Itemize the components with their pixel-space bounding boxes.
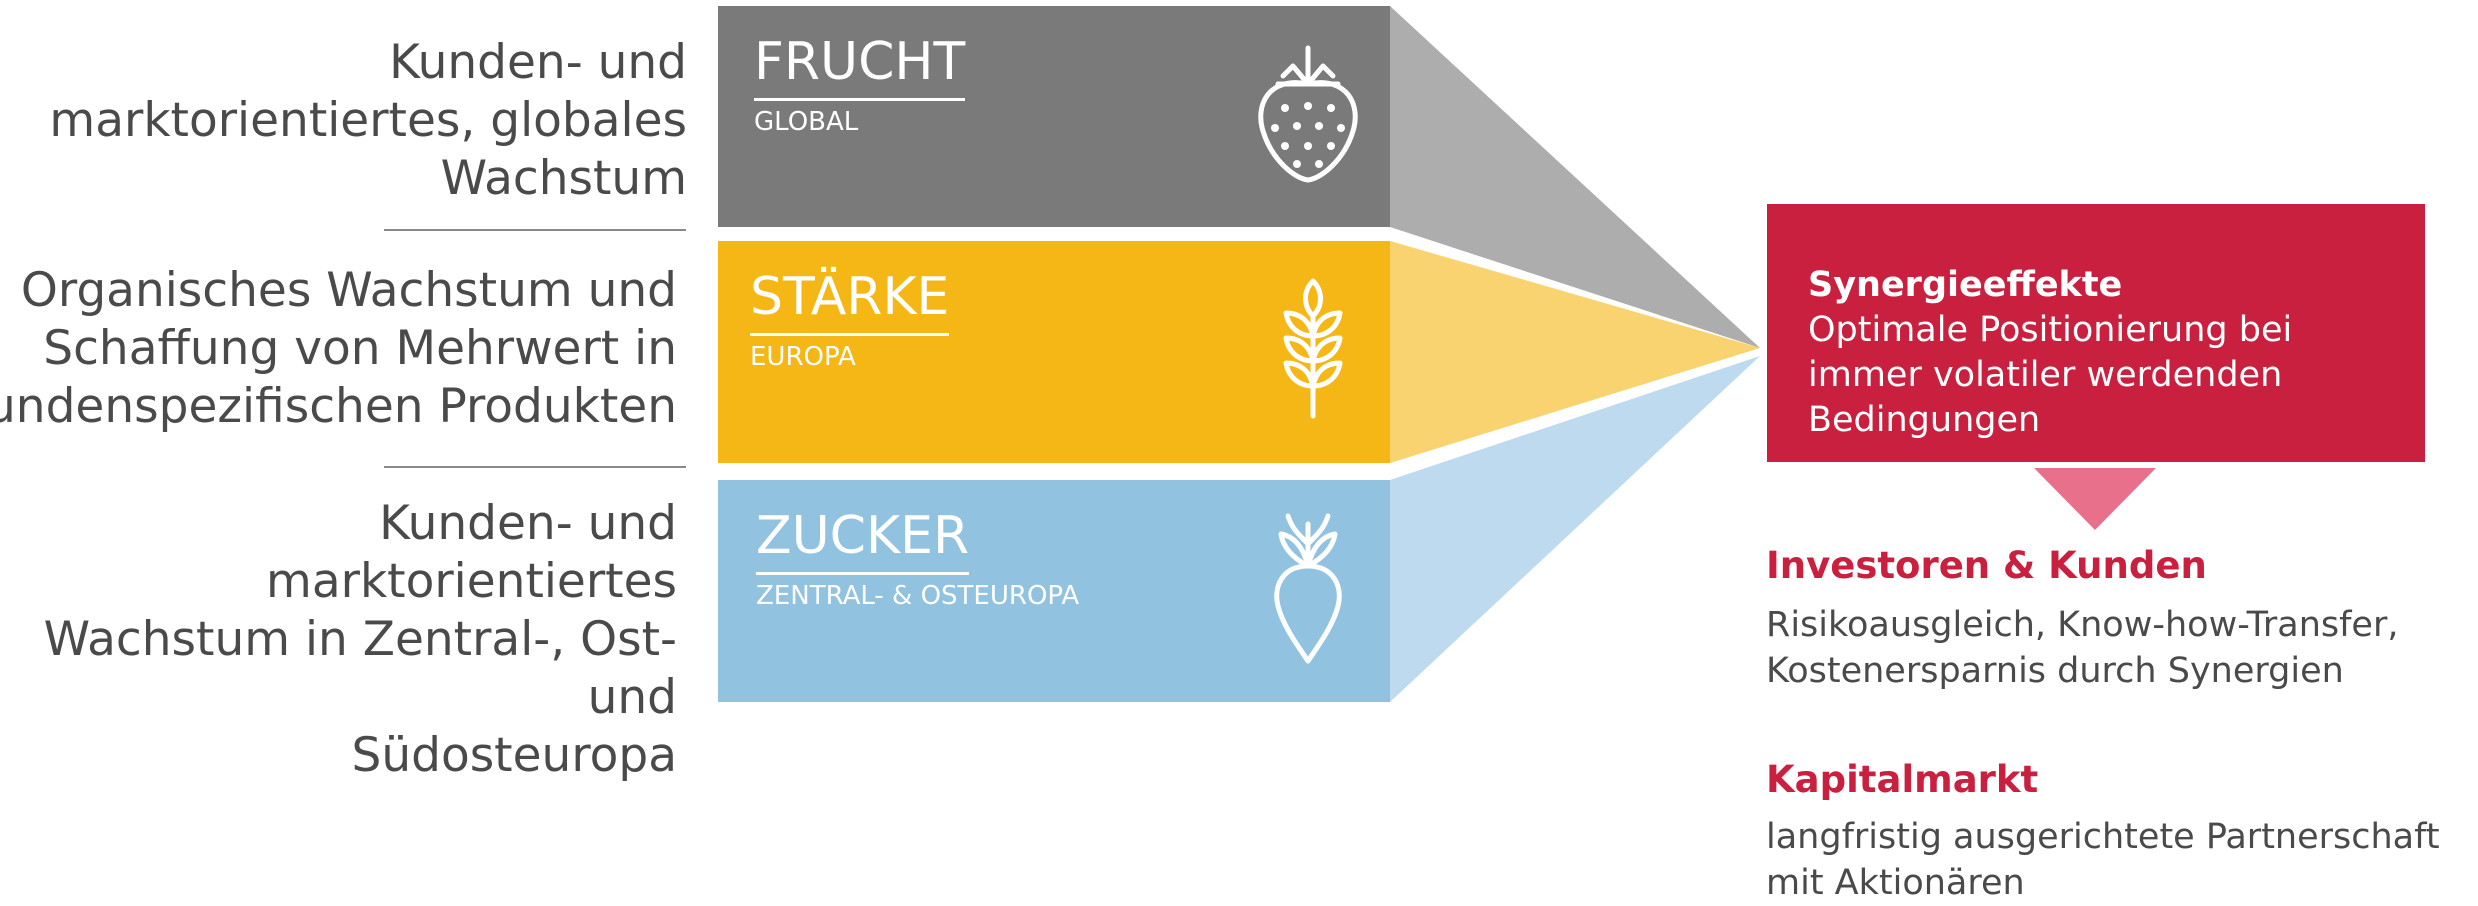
funnel-wedge-frucht (1390, 6, 1760, 348)
segment-zucker: ZUCKER ZENTRAL- & OSTEUROPA (718, 480, 1390, 702)
segment-staerke: STÄRKE EUROPA (718, 241, 1390, 463)
funnel-wedge-staerke (1390, 241, 1760, 463)
synergy-box: Synergieeffekte Optimale Positionierung … (1767, 204, 2425, 462)
left-label-line: marktorientiertes, globales (49, 93, 687, 148)
left-label-line: kundenspezifischen Produkten (0, 379, 677, 434)
benefit-text-capital-market: langfristig ausgerichtete Partnerschaft … (1766, 817, 2440, 903)
left-label-line: Organisches Wachstum und (20, 263, 677, 318)
segment-title: STÄRKE (750, 265, 950, 336)
wheat-icon (1283, 278, 1343, 419)
down-arrow-icon (2034, 468, 2156, 530)
segment-frucht: FRUCHT GLOBAL (718, 6, 1390, 227)
left-label-zucker: Kunden- und marktorientiertes Wachstum i… (0, 495, 677, 785)
synergy-text: Optimale Positionierung bei immer volati… (1808, 310, 2293, 440)
benefit-heading-investors: Investoren & Kunden (1766, 544, 2207, 587)
left-label-line: Schaffung von Mehrwert in (43, 321, 677, 376)
synergy-title: Synergieeffekte (1808, 265, 2123, 305)
segment-region: GLOBAL (754, 107, 859, 137)
funnel-wedge-zucker (1390, 356, 1760, 702)
left-label-line: Wachstum in Zentral-, Ost- und (43, 612, 677, 725)
divider (384, 229, 686, 231)
left-label-line: Südosteuropa (351, 728, 677, 783)
benefit-heading-capital-market: Kapitalmarkt (1766, 758, 2039, 801)
strawberry-icon (1258, 45, 1358, 183)
left-label-line: Wachstum (440, 151, 687, 206)
segment-title: ZUCKER (756, 504, 970, 575)
benefit-text-investors: Risikoausgleich, Know-how-Transfer, Kost… (1766, 605, 2399, 691)
left-label-line: Kunden- und marktorientiertes (266, 496, 677, 609)
beet-icon (1274, 513, 1342, 664)
segment-title: FRUCHT (754, 30, 966, 101)
left-label-frucht: Kunden- und marktorientiertes, globales … (0, 34, 687, 208)
segment-region: EUROPA (750, 342, 856, 372)
left-label-line: Kunden- und (389, 35, 687, 90)
segment-region: ZENTRAL- & OSTEUROPA (756, 581, 1080, 611)
divider (384, 466, 686, 468)
left-label-staerke: Organisches Wachstum und Schaffung von M… (0, 262, 677, 436)
